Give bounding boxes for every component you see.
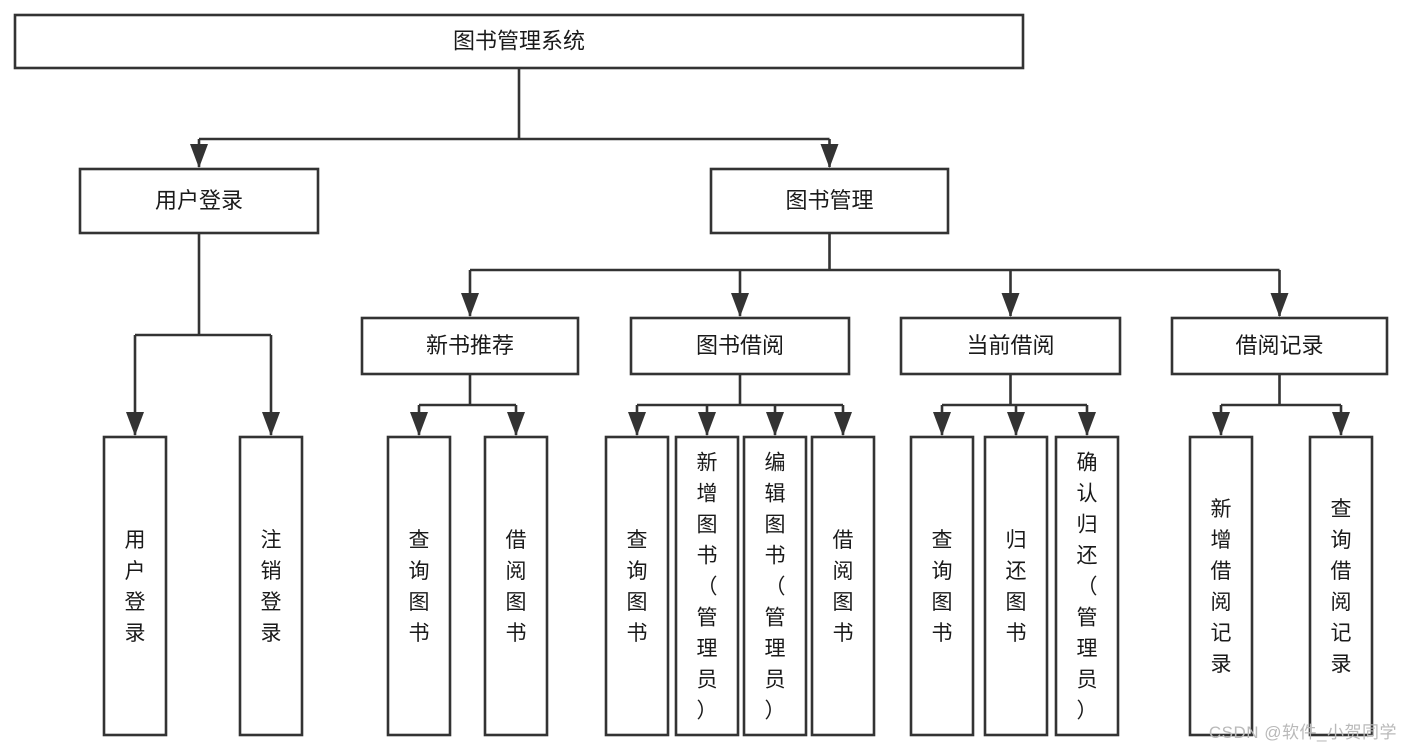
node-leaf-2[interactable]: 查询图书: [386, 435, 452, 737]
arrow-head-icon: [766, 412, 784, 436]
arrow-head-icon: [820, 144, 839, 168]
node-leaf-9[interactable]: 归还图书: [983, 435, 1049, 737]
arrow-head-icon: [1007, 412, 1025, 436]
node-level3-2[interactable]: 当前借阅: [899, 316, 1122, 376]
node-label: 图书管理系统: [453, 28, 585, 53]
arrow-head-icon: [1212, 412, 1230, 436]
arrow-head-icon: [507, 412, 525, 436]
node-leaf-0[interactable]: 用户登录: [102, 435, 168, 737]
node-label: 确认归还（管理员）: [1077, 452, 1098, 723]
node-label: 新增图书（管理员）: [697, 452, 718, 723]
node-box-rect[interactable]: [1054, 435, 1120, 737]
node-leaf-6[interactable]: 编辑图书（管理员）: [742, 435, 808, 737]
node-box-rect[interactable]: [899, 316, 1122, 376]
node-box-rect[interactable]: [604, 435, 670, 737]
node-label: 新书推荐: [426, 333, 514, 358]
node-label: 借阅记录: [1235, 333, 1323, 358]
node-label: 图书管理: [785, 188, 873, 213]
node-root-0[interactable]: 图书管理系统: [13, 13, 1025, 70]
arrow-head-icon: [1270, 293, 1289, 317]
node-box-rect[interactable]: [13, 13, 1025, 70]
arrow-head-icon: [933, 412, 951, 436]
node-boxes: 图书管理系统用户登录图书管理新书推荐图书借阅当前借阅借阅记录用户登录注销登录查询…: [13, 13, 1389, 737]
node-box-rect[interactable]: [709, 167, 950, 235]
node-label: 新增借阅记录: [1211, 498, 1232, 676]
node-box-rect[interactable]: [674, 435, 740, 737]
node-box-rect[interactable]: [629, 316, 851, 376]
connector-lines: [126, 68, 1350, 436]
node-label: 当前借阅: [966, 333, 1054, 358]
node-label: 用户登录: [155, 188, 243, 213]
node-level3-1[interactable]: 图书借阅: [629, 316, 851, 376]
node-box-rect[interactable]: [810, 435, 876, 737]
node-leaf-5[interactable]: 新增图书（管理员）: [674, 435, 740, 737]
node-label: 归还图书: [1006, 529, 1027, 645]
node-leaf-12[interactable]: 查询借阅记录: [1308, 435, 1374, 737]
node-level3-3[interactable]: 借阅记录: [1170, 316, 1389, 376]
node-box-rect[interactable]: [78, 167, 320, 235]
node-label: 查询图书: [932, 529, 953, 645]
node-leaf-8[interactable]: 查询图书: [909, 435, 975, 737]
node-level3-0[interactable]: 新书推荐: [360, 316, 580, 376]
node-label: 借阅图书: [833, 529, 854, 645]
arrow-head-icon: [1332, 412, 1350, 436]
node-label: 借阅图书: [506, 529, 527, 645]
arrow-head-icon: [731, 293, 749, 317]
arrow-head-icon: [126, 412, 144, 436]
node-level2-0[interactable]: 用户登录: [78, 167, 320, 235]
node-box-rect[interactable]: [1170, 316, 1389, 376]
arrow-head-icon: [410, 412, 428, 436]
arrow-head-icon: [628, 412, 646, 436]
csdn-watermark: CSDN @软件_小贺同学: [1208, 723, 1397, 742]
node-box-rect[interactable]: [102, 435, 168, 737]
node-box-rect[interactable]: [238, 435, 304, 737]
node-label: 用户登录: [125, 529, 146, 645]
arrow-head-icon: [190, 144, 208, 168]
node-leaf-11[interactable]: 新增借阅记录: [1188, 435, 1254, 737]
arrow-head-icon: [698, 412, 716, 436]
node-label: 查询图书: [627, 529, 648, 645]
node-leaf-1[interactable]: 注销登录: [238, 435, 304, 737]
node-box-rect[interactable]: [983, 435, 1049, 737]
node-label: 注销登录: [261, 529, 282, 645]
node-box-rect[interactable]: [360, 316, 580, 376]
node-leaf-7[interactable]: 借阅图书: [810, 435, 876, 737]
node-label: 查询图书: [409, 529, 430, 645]
node-leaf-4[interactable]: 查询图书: [604, 435, 670, 737]
node-leaf-10[interactable]: 确认归还（管理员）: [1054, 435, 1120, 737]
node-box-rect[interactable]: [1308, 435, 1374, 737]
node-box-rect[interactable]: [909, 435, 975, 737]
node-label: 查询借阅记录: [1331, 498, 1352, 676]
node-box-rect[interactable]: [1188, 435, 1254, 737]
node-box-rect[interactable]: [386, 435, 452, 737]
arrow-head-icon: [834, 412, 852, 436]
node-leaf-3[interactable]: 借阅图书: [483, 435, 549, 737]
arrow-head-icon: [461, 293, 479, 317]
node-box-rect[interactable]: [483, 435, 549, 737]
node-level2-1[interactable]: 图书管理: [709, 167, 950, 235]
node-label: 图书借阅: [696, 333, 784, 358]
node-box-rect[interactable]: [742, 435, 808, 737]
node-label: 编辑图书（管理员）: [765, 452, 786, 723]
arrow-head-icon: [1001, 293, 1020, 317]
arrow-head-icon: [262, 412, 280, 436]
arrow-head-icon: [1078, 412, 1096, 436]
